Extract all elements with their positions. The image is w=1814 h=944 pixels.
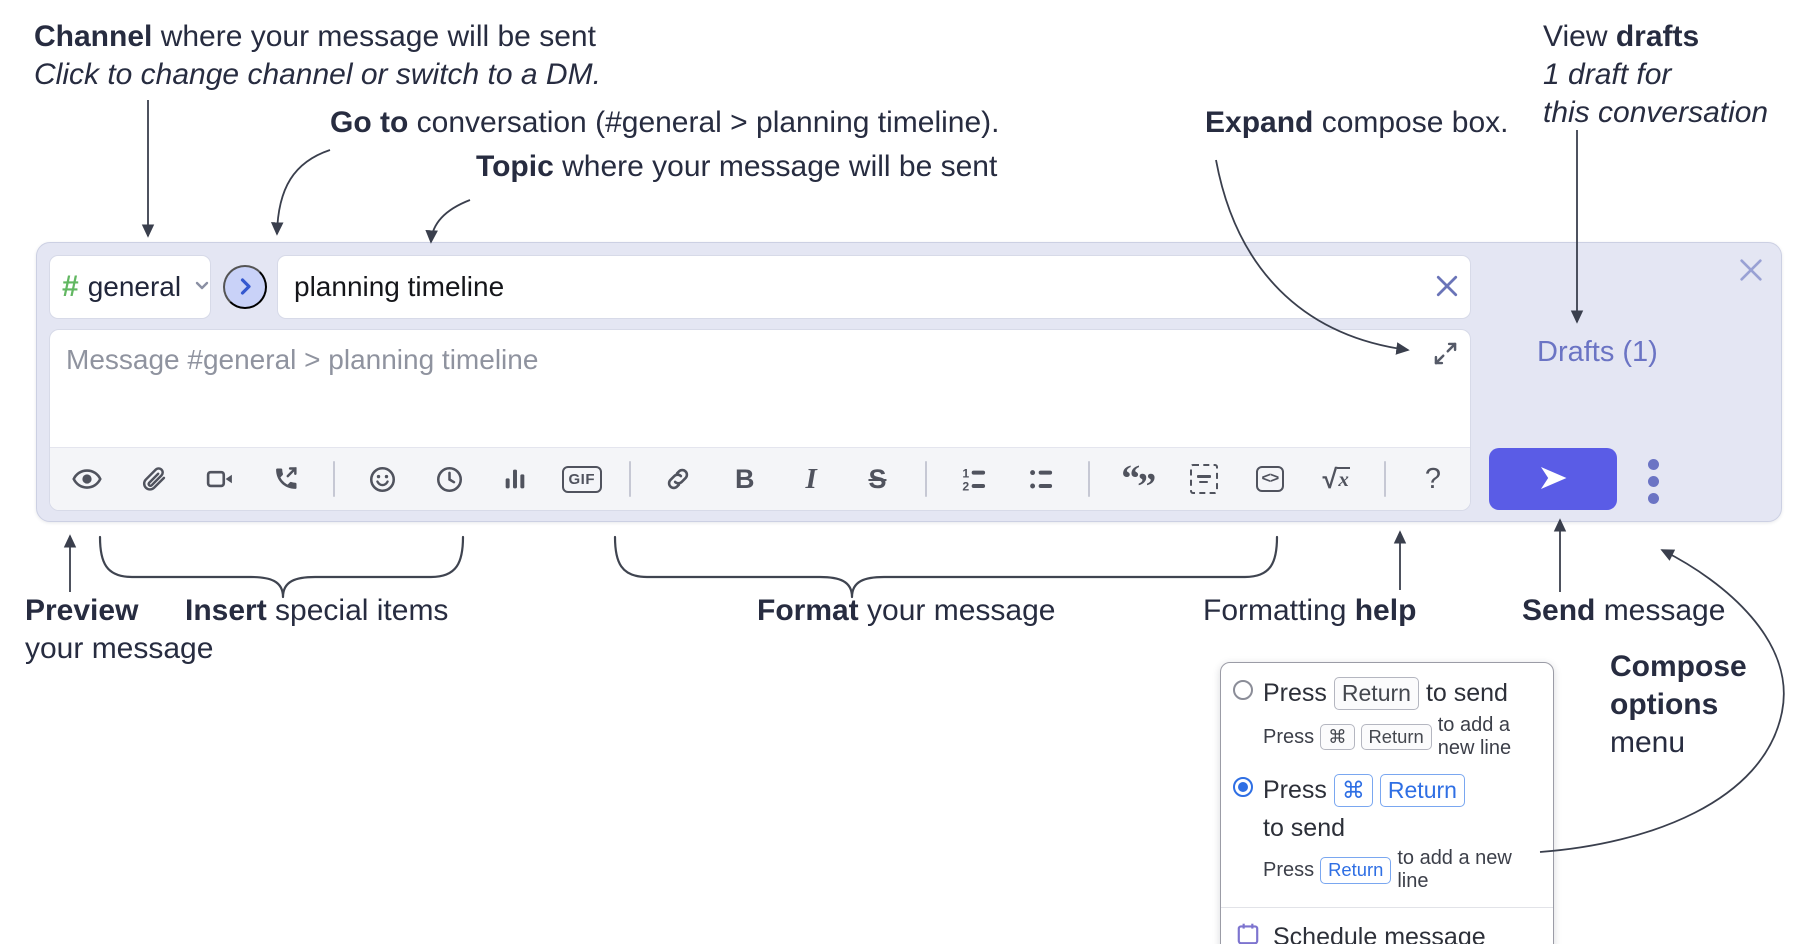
topic-clear-button[interactable]	[1424, 264, 1470, 310]
phone-call-icon	[272, 465, 300, 493]
key-return: Return	[1379, 774, 1465, 808]
insert-annotation: Insert special items	[185, 594, 449, 627]
topic-annotation: Topic where your message will be sent	[476, 150, 998, 183]
link-icon	[664, 465, 692, 493]
video-call-button[interactable]	[201, 459, 239, 499]
key-cmd: ⌘	[1320, 723, 1355, 751]
channel-name: general	[87, 271, 182, 302]
code-icon: <>	[1255, 466, 1285, 492]
message-input[interactable]	[50, 330, 1470, 447]
compose-options-annotation: Compose options menu	[1610, 650, 1747, 759]
poll-button[interactable]	[496, 459, 534, 499]
option-enter-to-send[interactable]: Press Return to send	[1221, 671, 1553, 712]
gif-icon: GIF	[561, 465, 602, 493]
expand-icon	[1432, 340, 1459, 370]
toolbar-divider	[629, 461, 632, 497]
compose-options-button[interactable]	[1635, 455, 1671, 507]
audio-call-button[interactable]	[267, 459, 305, 499]
topic-input[interactable]	[278, 271, 1424, 303]
chevron-down-icon	[190, 273, 214, 302]
math-button[interactable]: √x	[1317, 459, 1355, 499]
spoiler-button[interactable]	[1185, 459, 1223, 499]
send-button[interactable]	[1489, 448, 1617, 510]
italic-button[interactable]: I	[792, 459, 830, 499]
message-box: GIF B I S 12 “” <> √x ?	[49, 329, 1471, 511]
italic-icon: I	[805, 462, 817, 495]
toolbar-divider	[333, 461, 336, 497]
format-brace	[613, 535, 1279, 599]
preview-annotation: Preview your message	[25, 594, 214, 665]
bulleted-list-icon	[1027, 465, 1055, 493]
channel-hash-icon: #	[62, 270, 79, 303]
chevron-right-icon	[233, 274, 257, 301]
video-camera-icon	[205, 464, 235, 494]
clock-icon	[435, 465, 464, 494]
close-icon	[1735, 254, 1767, 289]
bold-button[interactable]: B	[726, 459, 764, 499]
math-sqrt-icon: √x	[1322, 464, 1350, 494]
toolbar-divider	[924, 461, 927, 497]
formatting-help-button[interactable]: ?	[1414, 459, 1452, 499]
smiley-icon	[368, 465, 397, 494]
spoiler-icon	[1189, 464, 1218, 494]
gif-button[interactable]: GIF	[561, 459, 602, 499]
send-annotation: Send message	[1522, 594, 1726, 627]
preview-button[interactable]	[68, 459, 106, 499]
quote-button[interactable]: “”	[1118, 458, 1156, 508]
expand-annotation: Expand compose box.	[1205, 106, 1509, 139]
topic-arrow	[425, 199, 471, 244]
svg-text:2: 2	[962, 480, 969, 493]
radio-selected-icon[interactable]	[1233, 777, 1253, 798]
compose-close-button[interactable]	[1731, 251, 1771, 291]
goto-arrow	[270, 149, 331, 236]
bulleted-list-button[interactable]	[1022, 459, 1060, 499]
option-cmd-enter-to-send[interactable]: Press ⌘ Return to send	[1221, 768, 1553, 845]
formatting-help-annotation: Formatting help	[1203, 594, 1417, 627]
key-return: Return	[1360, 723, 1432, 751]
emoji-button[interactable]	[364, 459, 402, 499]
toolbar-divider	[1383, 461, 1386, 497]
insert-brace	[98, 535, 465, 599]
strikethrough-button[interactable]: S	[858, 459, 896, 499]
paperclip-icon	[139, 465, 167, 493]
bold-icon: B	[735, 463, 755, 494]
expand-compose-button[interactable]	[1428, 338, 1462, 372]
menu-divider	[1221, 907, 1553, 909]
svg-text:1: 1	[962, 466, 969, 480]
global-time-button[interactable]	[430, 459, 468, 499]
channel-selector[interactable]: # general	[49, 255, 211, 319]
eye-icon	[72, 464, 102, 494]
vertical-dots-icon	[1647, 458, 1659, 504]
quote-icon: “”	[1121, 458, 1156, 508]
toolbar-divider	[1087, 461, 1090, 497]
code-button[interactable]: <>	[1251, 459, 1289, 499]
send-paper-plane-icon	[1536, 461, 1570, 498]
drafts-link[interactable]: Drafts (1)	[1531, 335, 1664, 370]
option-enter-subtext: Press ⌘ Return to add a new line	[1263, 714, 1512, 760]
key-return: Return	[1320, 856, 1392, 884]
key-cmd: ⌘	[1333, 774, 1373, 808]
calendar-icon	[1235, 921, 1261, 944]
key-return: Return	[1333, 677, 1419, 711]
channel-annotation: Channel where your message will be sent …	[34, 20, 601, 91]
option-cmd-enter-subtext: Press Return to add a new line	[1263, 847, 1512, 893]
topic-input-wrap	[277, 255, 1471, 319]
compose-options-menu: Press Return to send Press ⌘ Return to a…	[1220, 662, 1554, 944]
clear-x-icon	[1432, 271, 1462, 304]
menu-item-schedule-message[interactable]: Schedule message	[1221, 914, 1553, 944]
goto-conversation-button[interactable]	[223, 265, 267, 309]
question-mark-icon: ?	[1424, 462, 1441, 495]
attach-file-button[interactable]	[134, 459, 172, 499]
view-drafts-annotation: View drafts 1 draft for this conversatio…	[1543, 20, 1769, 129]
radio-unselected-icon[interactable]	[1233, 680, 1253, 700]
goto-annotation: Go to conversation (#general > planning …	[330, 106, 1000, 139]
strikethrough-icon: S	[868, 463, 887, 494]
format-annotation: Format your message	[757, 594, 1056, 627]
compose-box: # general	[36, 242, 1782, 522]
link-button[interactable]	[659, 459, 697, 499]
bar-chart-icon	[501, 465, 529, 493]
